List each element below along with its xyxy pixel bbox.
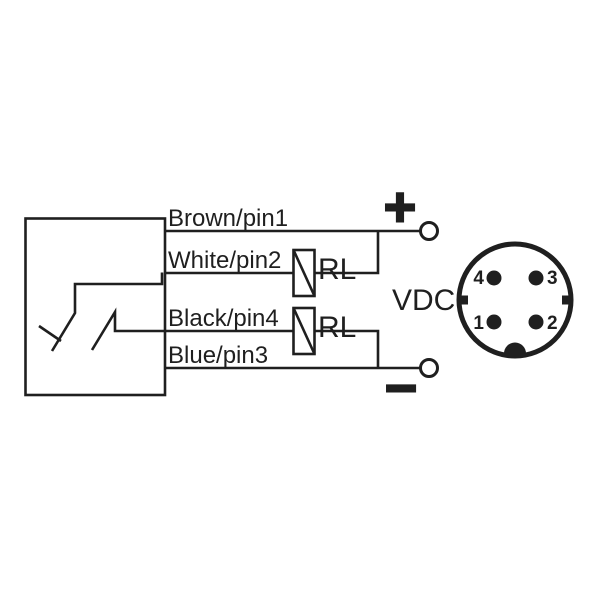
connector-side-key-right [562, 295, 569, 305]
connector-pin-dot-3 [528, 270, 544, 286]
wire-white-to-plus-line [315, 231, 380, 275]
wire-white-label: White/pin2 [168, 247, 281, 274]
sensor-contact-1 [50, 272, 164, 352]
load-1-label: RL [318, 253, 356, 286]
supply-terminals: + − VDC [383, 174, 456, 420]
connector-side-key-left [461, 295, 468, 305]
connector-pin-dot-1 [486, 314, 502, 330]
connector-pin-label-2: 2 [547, 313, 558, 334]
wire-black-to-minus-line [315, 329, 380, 368]
minus-symbol: − [385, 356, 418, 419]
sensor-body [24, 217, 167, 397]
sensor-contact-1-actuator [38, 324, 62, 343]
connector-pin-dot-4 [486, 270, 502, 286]
wire-brown-label: Brown/pin1 [168, 205, 288, 232]
connector-keyway [504, 342, 526, 354]
wire-labels: Brown/pin1 White/pin2 Black/pin4 Blue/pi… [168, 205, 356, 369]
plus-symbol: + [384, 175, 417, 238]
connector-outline [456, 241, 574, 359]
loads [292, 248, 316, 356]
connector-pin-dot-2 [528, 314, 544, 330]
load-resistor-1-diagonal [292, 249, 316, 297]
terminal-plus-circle [419, 221, 439, 241]
load-2-label: RL [318, 311, 356, 344]
terminal-minus-circle [419, 358, 439, 378]
vdc-label: VDC [392, 284, 455, 317]
connector-pin-label-3: 3 [547, 268, 558, 289]
connector-pin-label-1: 1 [473, 313, 484, 334]
wiring [165, 229, 421, 370]
wire-black-label: Black/pin4 [168, 305, 279, 332]
sensor-contact-2 [90, 307, 165, 351]
connector-pin-label-4: 4 [473, 268, 484, 289]
sensor [24, 217, 167, 397]
load-resistor-2-diagonal [292, 307, 316, 355]
wire-blue-label: Blue/pin3 [168, 342, 268, 369]
connector-face: 4 3 1 2 [456, 241, 574, 359]
